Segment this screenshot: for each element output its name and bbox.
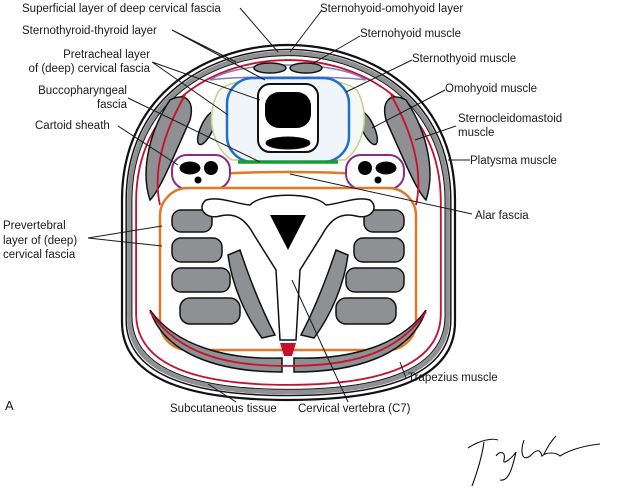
label-sternothyoid-muscle: Sternothyoid muscle — [412, 53, 516, 65]
label-superficial-layer: Superficial layer of deep cervical fasci… — [22, 3, 221, 15]
label-platysma-muscle: Platysma muscle — [470, 155, 557, 167]
label-sternohyoid-muscle: Sternohyoid muscle — [360, 28, 461, 40]
superficial-fascia-posterior — [149, 311, 427, 367]
label-sternothyroid-thyroid-layer: Sternothyroid-thyroid layer — [22, 25, 157, 37]
label-omohyoid-muscle: Omohyoid muscle — [445, 83, 537, 95]
cervical-vertebra-c7 — [201, 194, 375, 341]
panel-letter: A — [5, 398, 14, 413]
label-prevertebral-line1: Prevertebral — [3, 220, 66, 232]
label-prevertebral-line2: layer of (deep) — [3, 235, 77, 247]
label-pretracheal-line2: of (deep) cervical fascia — [29, 63, 151, 75]
carotid-sheath-right — [345, 154, 405, 190]
label-sternohyoid-omohyoid-layer: Sternohyoid-omohyoid layer — [320, 3, 463, 15]
label-carotid-sheath: Cartoid sheath — [35, 120, 110, 132]
label-cervical-vertebra: Cervical vertebra (C7) — [298, 403, 411, 415]
nuchal-ligament — [280, 343, 296, 356]
label-sternocleidomastoid-line2: muscle — [458, 127, 494, 139]
sternohyoid-muscle-right — [289, 62, 323, 74]
label-buccopharyngeal-line1: Buccopharyngeal — [38, 85, 127, 97]
sternohyoid-muscle-left — [253, 62, 287, 74]
label-buccopharyngeal-line2: fascia — [97, 99, 128, 111]
deep-neck-muscles — [171, 209, 405, 339]
sternocleidomastoid-fascia — [156, 94, 420, 206]
spinal-canal — [270, 215, 306, 250]
carotid-sheath-left — [171, 154, 231, 190]
label-alar-fascia: Alar fascia — [475, 210, 529, 222]
label-trapezius-muscle: Trapezius muscle — [408, 372, 498, 384]
label-subcutaneous-tissue: Subcutaneous tissue — [170, 403, 277, 415]
label-pretracheal-line1: Pretracheal layer — [63, 49, 150, 61]
label-prevertebral-line3: cervical fascia — [3, 249, 76, 261]
esophagus — [265, 136, 311, 150]
trachea-lumen — [265, 92, 311, 128]
leader-lines — [87, 7, 473, 403]
label-sternocleidomastoid-line1: Sternocleidomastoid — [458, 113, 562, 125]
artist-signature — [467, 435, 601, 487]
